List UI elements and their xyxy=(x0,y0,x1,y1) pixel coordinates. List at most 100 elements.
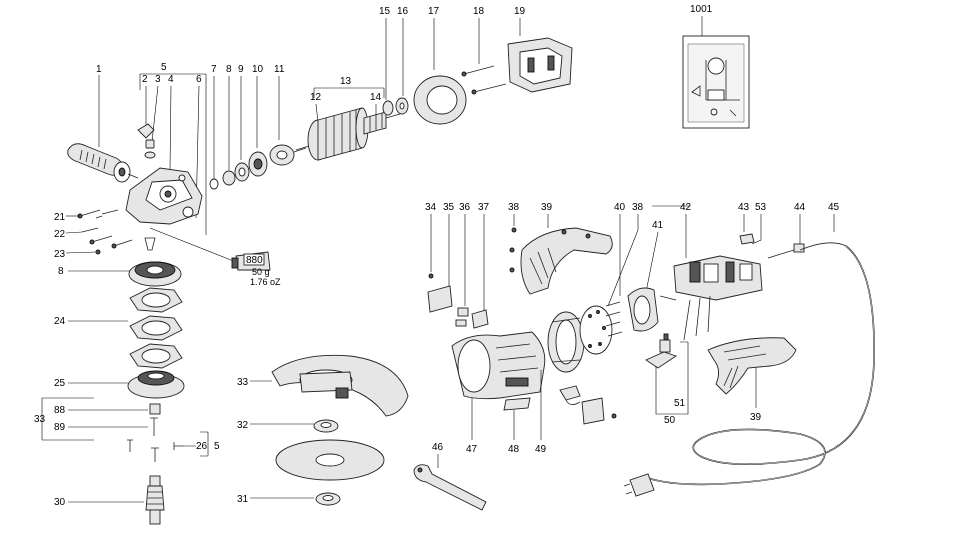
gaskets xyxy=(129,287,183,369)
label-16: 16 xyxy=(397,6,409,17)
label-40: 40 xyxy=(614,202,626,213)
label-18: 18 xyxy=(473,6,485,17)
spindle-part-30 xyxy=(145,475,165,525)
part-37 xyxy=(471,309,489,329)
cable-clamp-part-44 xyxy=(767,243,805,259)
power-cord-part-45 xyxy=(647,242,875,486)
bearing-cover-part-25 xyxy=(127,370,185,399)
label-1001: 1001 xyxy=(690,4,713,15)
switch-part-50 xyxy=(645,333,678,369)
cutting-disc xyxy=(275,439,385,481)
label-39-a: 39 xyxy=(541,202,553,213)
screws-part-38 xyxy=(605,301,623,337)
wheel-guard xyxy=(271,354,409,417)
label-41: 41 xyxy=(652,220,664,231)
label-48: 48 xyxy=(508,444,520,455)
label-34: 34 xyxy=(425,202,437,213)
flange-part-8 xyxy=(128,261,182,287)
label-9: 9 xyxy=(238,64,244,75)
label-43: 43 xyxy=(738,202,750,213)
spindle-lock-parts xyxy=(137,123,156,159)
handle-shell-part-39-top xyxy=(509,227,613,295)
bearing-stack xyxy=(209,144,307,190)
label-89: 89 xyxy=(54,422,66,433)
label-7: 7 xyxy=(211,64,217,75)
label-5-bottom: 5 xyxy=(214,441,220,452)
label-2: 2 xyxy=(142,74,148,85)
label-24: 24 xyxy=(54,316,66,327)
label-36: 36 xyxy=(459,202,471,213)
label-25: 25 xyxy=(54,378,66,389)
label-38-a: 38 xyxy=(508,202,520,213)
label-51: 51 xyxy=(674,398,686,409)
label-plate-part-48 xyxy=(503,397,531,411)
label-8-top: 8 xyxy=(226,64,232,75)
pin-spanner-part-46 xyxy=(413,464,487,511)
label-6: 6 xyxy=(196,74,202,85)
label-49: 49 xyxy=(535,444,547,455)
cover-plate-part-35 xyxy=(427,285,453,313)
label-5-top: 5 xyxy=(161,62,167,73)
label-19: 19 xyxy=(514,6,526,17)
label-31: 31 xyxy=(237,494,249,505)
label-13: 13 xyxy=(340,76,352,87)
grease-weight-oz: 1.76 oZ xyxy=(250,277,281,287)
label-38-b: 38 xyxy=(632,202,644,213)
label-33-guard: 33 xyxy=(237,377,249,388)
label-14: 14 xyxy=(370,92,382,103)
label-1: 1 xyxy=(96,64,102,75)
label-21: 21 xyxy=(54,212,66,223)
label-50: 50 xyxy=(664,415,676,426)
label-26: 26 xyxy=(196,441,208,452)
end-cover-part-40 xyxy=(579,305,613,355)
label-47: 47 xyxy=(466,444,478,455)
electronics-module-part-42 xyxy=(659,255,763,341)
label-3: 3 xyxy=(155,74,161,85)
label-37: 37 xyxy=(478,202,490,213)
label-32: 32 xyxy=(237,420,249,431)
power-plug xyxy=(623,473,655,497)
gear-head-housing xyxy=(125,167,203,225)
label-39-b: 39 xyxy=(750,412,762,423)
label-35: 35 xyxy=(443,202,455,213)
part-43 xyxy=(739,233,755,245)
label-30: 30 xyxy=(54,497,66,508)
label-44: 44 xyxy=(794,202,806,213)
label-8-left: 8 xyxy=(58,266,64,277)
handle-shell-part-39-bottom xyxy=(707,337,797,395)
label-15: 15 xyxy=(379,6,391,17)
side-handle-part-1 xyxy=(67,143,139,183)
label-23: 23 xyxy=(54,249,66,260)
motor-housing-part-47 xyxy=(451,331,546,400)
label-12: 12 xyxy=(310,92,322,103)
label-45: 45 xyxy=(828,202,840,213)
switch-cover-plate xyxy=(581,397,605,425)
grease-tube-label: 880 xyxy=(246,255,263,266)
part-36 xyxy=(457,307,469,317)
head-screws xyxy=(77,209,156,255)
label-4: 4 xyxy=(168,74,174,85)
wiring-diagram-box xyxy=(682,35,750,129)
label-10: 10 xyxy=(252,64,264,75)
label-22: 22 xyxy=(54,229,66,240)
label-11: 11 xyxy=(274,64,285,75)
inner-flange-part-32 xyxy=(313,419,339,433)
carbon-brush-holder-part-41 xyxy=(627,287,659,332)
label-33-left: 33 xyxy=(34,414,46,425)
grease-tube: 880 xyxy=(231,251,271,271)
label-46: 46 xyxy=(432,442,444,453)
grease-weight-g: 50 g xyxy=(252,267,270,277)
label-88: 88 xyxy=(54,405,66,416)
fan-ring-part-49 xyxy=(547,311,585,373)
air-guide-ring xyxy=(413,75,467,125)
clamping-nut-part-31 xyxy=(315,492,341,506)
label-17: 17 xyxy=(428,6,440,17)
label-42: 42 xyxy=(680,202,692,213)
part-89 xyxy=(150,417,158,436)
bearing-part-15 xyxy=(382,100,394,116)
label-53: 53 xyxy=(755,202,767,213)
field-coil xyxy=(507,37,573,93)
armature xyxy=(295,107,401,161)
part-88 xyxy=(149,403,161,415)
